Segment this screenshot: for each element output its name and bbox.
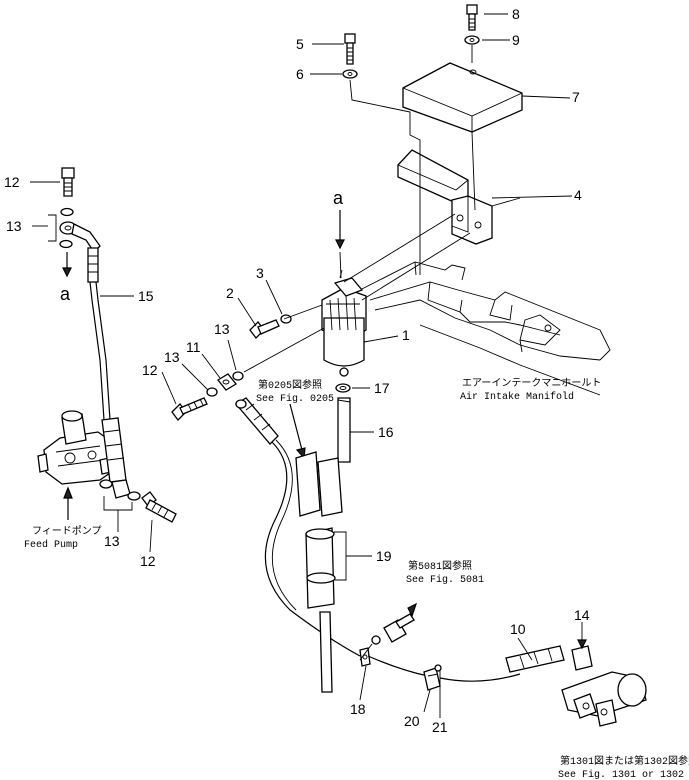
- callout-17: 17: [374, 380, 390, 396]
- centerline-bolt-5: [349, 79, 421, 275]
- washer-6: [342, 69, 358, 79]
- feed-pump: [37, 410, 121, 485]
- washer-13-middle-b: [232, 371, 244, 381]
- callout-7: 7: [572, 89, 580, 105]
- callout-10: 10: [510, 621, 526, 637]
- centerline-filter-bracket-2: [361, 232, 471, 301]
- cover-plate: [402, 62, 523, 133]
- note-feed-pump-jp: フィードポンプ: [32, 525, 102, 538]
- washer-13-upper-a: [60, 207, 74, 217]
- callout-8: 8: [512, 6, 520, 22]
- arrow-ref-0205: [289, 403, 303, 451]
- callout-18: 18: [350, 701, 366, 717]
- hose-10: [505, 645, 565, 673]
- arrow-a-left: [62, 252, 72, 278]
- callout-21: 21: [432, 719, 448, 735]
- centerline-5081: [359, 643, 373, 661]
- centerline-cover: [471, 131, 476, 211]
- gasket-17: [335, 383, 351, 393]
- bracket-13-upper: [48, 214, 57, 242]
- arrow-feed-pump: [63, 486, 73, 520]
- note-ref-1301-en: See Fig. 1301 or 1302: [558, 769, 684, 780]
- note-feed-pump-en: Feed Pump: [24, 539, 78, 551]
- note-ref-5081-jp: 第5081図参照: [408, 559, 472, 573]
- callout-12-lower: 12: [140, 553, 156, 569]
- callout-4: 4: [574, 187, 582, 203]
- arrow-a-top: [335, 210, 345, 279]
- callout-9: 9: [512, 32, 520, 48]
- callout-20: 20: [404, 713, 420, 729]
- banjo-fitting-upper: [59, 221, 101, 283]
- callout-15: 15: [138, 288, 154, 304]
- callout-16: 16: [378, 424, 394, 440]
- washer-9: [464, 35, 480, 45]
- clamp-19-lower: [306, 572, 336, 584]
- bolt-12-upper: [61, 167, 75, 197]
- callout-3: 3: [256, 265, 264, 281]
- note-ref-0205-jp: 第0205図参照: [258, 378, 322, 392]
- bolt-12-lower: [141, 491, 177, 523]
- centerline-bolt-2: [283, 304, 323, 320]
- hose-fitting: [235, 397, 279, 445]
- washer-13-upper-b: [59, 239, 73, 249]
- callout-11: 11: [186, 339, 201, 355]
- banjo-11: [217, 373, 237, 391]
- arrow-label-a-top: a: [333, 188, 344, 208]
- arrow-ref-5081-head: [407, 602, 418, 618]
- callout-6: 6: [296, 66, 304, 82]
- note-manifold-jp: エアーインテークマニホールト: [462, 377, 601, 390]
- hose-to-20: [367, 655, 429, 677]
- callout-2: 2: [226, 285, 234, 301]
- bolt-8: [466, 4, 478, 31]
- note-ref-0205-en: See Fig. 0205: [256, 393, 334, 405]
- bracket-19: [334, 531, 347, 581]
- duct-hose: [295, 451, 343, 693]
- callout-13-lower: 13: [104, 533, 120, 549]
- callout-1: 1: [402, 327, 410, 343]
- callout-13-middle-a: 13: [164, 349, 180, 365]
- callout-5: 5: [296, 36, 304, 52]
- hose-to-10: [439, 673, 521, 682]
- washer-13-middle-a: [206, 387, 218, 397]
- washer-13-lower-b: [127, 491, 141, 501]
- fitting-5081: [371, 613, 415, 645]
- callout-14: 14: [574, 607, 590, 623]
- bracket: [397, 149, 521, 245]
- fitting-14: [571, 628, 593, 671]
- callout-12-upper: 12: [4, 174, 20, 190]
- centerline-fitting: [243, 327, 325, 373]
- injection-pump: [561, 671, 647, 727]
- washer-13-lower-a: [99, 479, 113, 489]
- tube-15: [89, 281, 131, 499]
- note-ref-5081-en: See Fig. 5081: [406, 574, 484, 586]
- arrow-label-a-left: a: [60, 284, 71, 304]
- clamp-19-upper: [305, 528, 335, 540]
- callout-13-middle-b: 13: [214, 321, 230, 337]
- hose-16: [337, 397, 351, 463]
- leader-lines: [30, 13, 583, 718]
- note-ref-1301-jp: 第1301図または第1302図参照: [560, 754, 689, 768]
- fuel-filter: [321, 269, 367, 377]
- fitting-21: [434, 664, 442, 672]
- washer-3: [280, 314, 292, 324]
- callout-12-middle: 12: [142, 362, 158, 378]
- note-manifold-en: Air Intake Manifold: [460, 391, 574, 403]
- centerline-filter-bracket: [343, 213, 456, 283]
- clip-18: [359, 647, 371, 667]
- callout-13-upper: 13: [6, 218, 22, 234]
- bolt-12-middle: [171, 397, 208, 421]
- callout-19: 19: [376, 548, 392, 564]
- air-intake-manifold: [359, 261, 611, 396]
- bolt-5: [344, 33, 356, 65]
